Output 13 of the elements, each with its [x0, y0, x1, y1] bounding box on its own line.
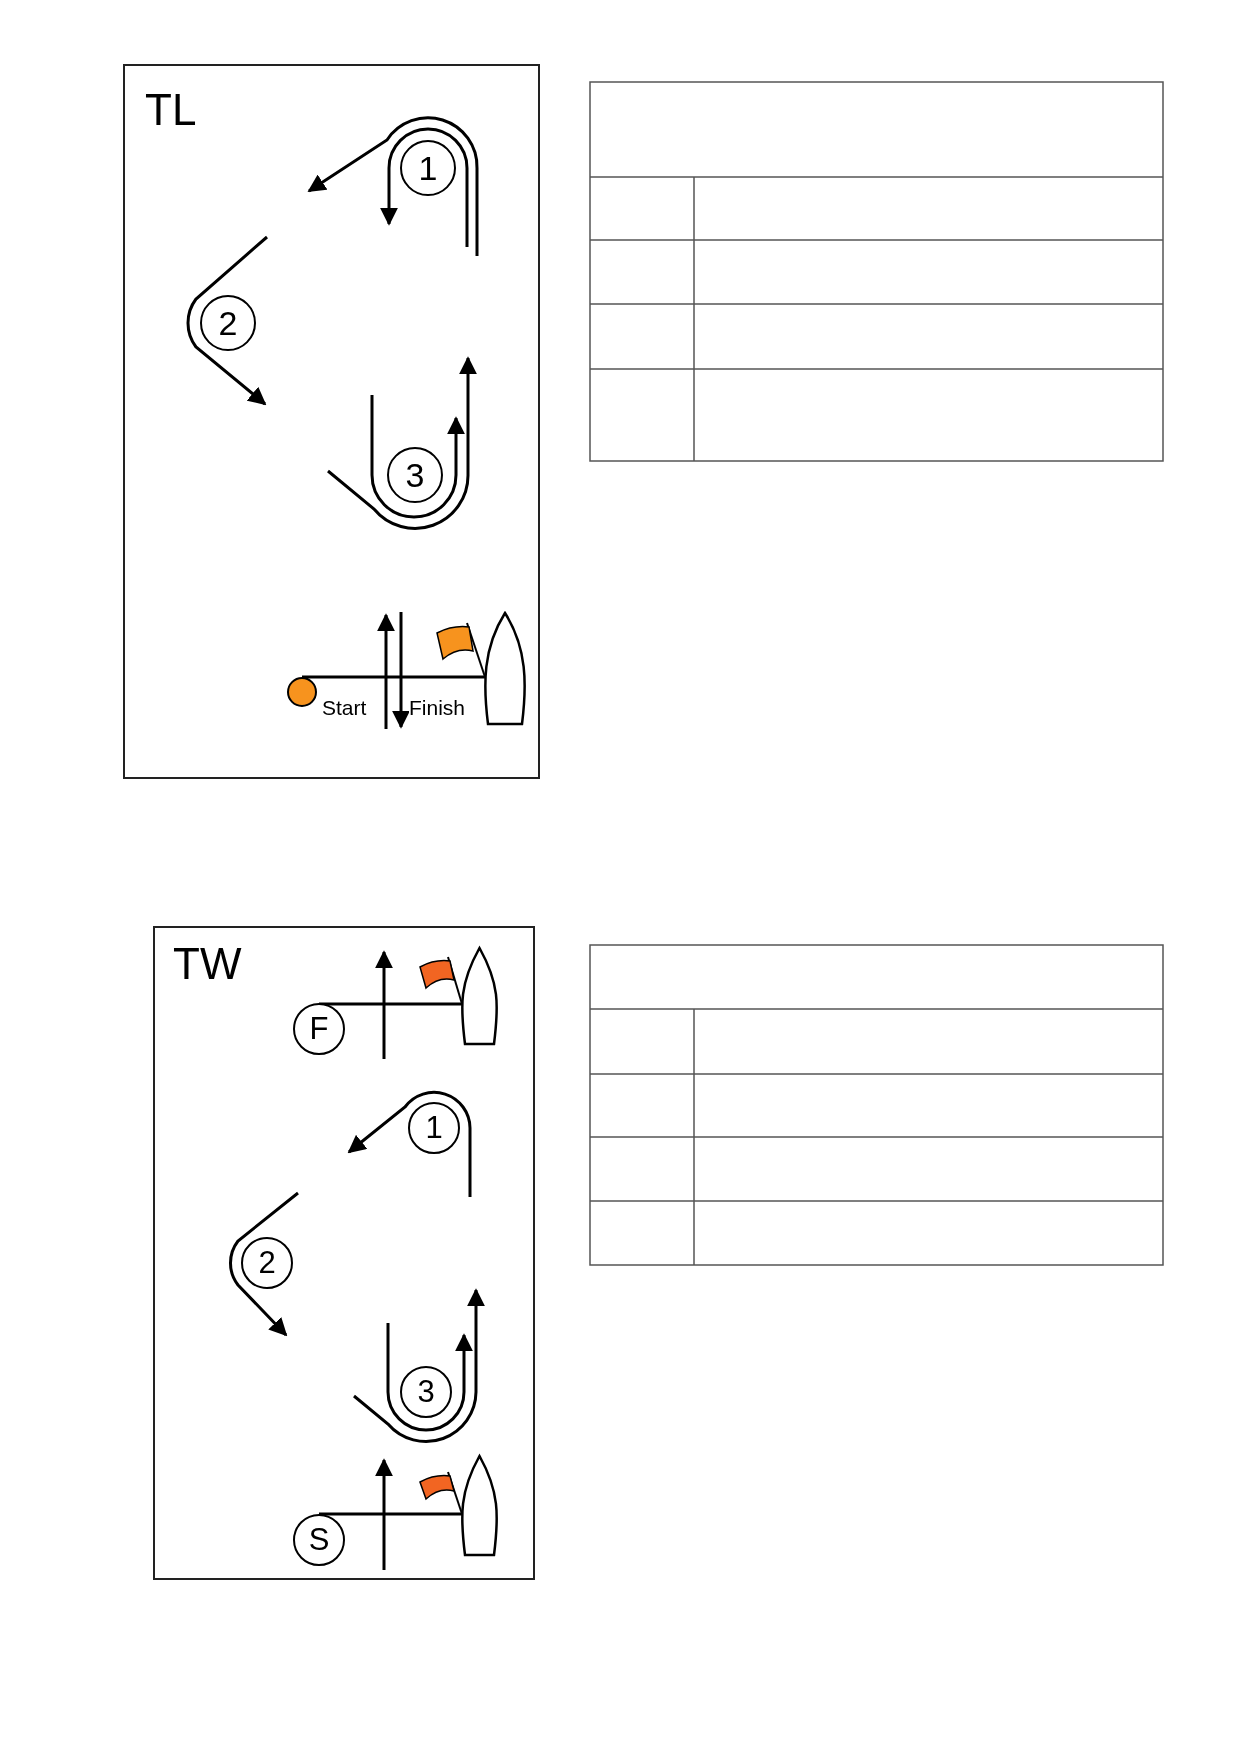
panel-heading: TL	[145, 88, 197, 132]
mark-circle: 3	[387, 447, 443, 503]
mark-circle: 2	[200, 295, 256, 351]
panel-heading: TW	[173, 942, 242, 986]
course-panel	[153, 926, 535, 1580]
mark-circle: 1	[400, 140, 456, 196]
line-label: Finish	[409, 697, 466, 718]
mark-circle: S	[293, 1514, 345, 1566]
mark-circle: F	[293, 1003, 345, 1055]
mark-circle: 2	[241, 1237, 293, 1289]
course-panel	[123, 64, 540, 779]
mark-circle: 1	[408, 1102, 460, 1154]
mark-circle: 3	[400, 1366, 452, 1418]
